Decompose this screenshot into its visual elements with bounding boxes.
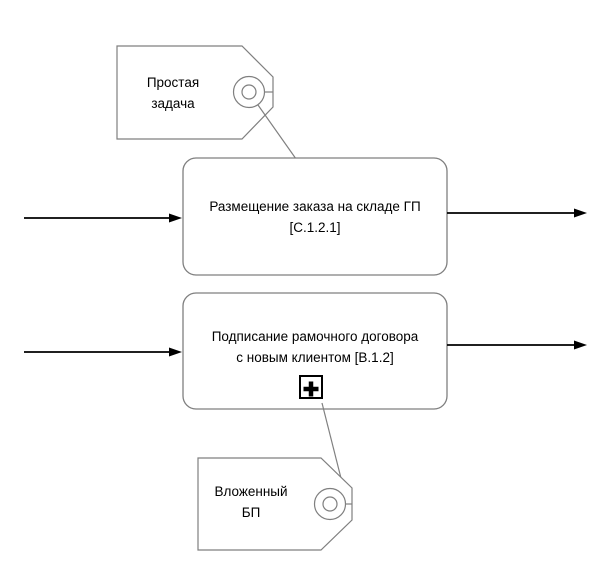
annotation-tag-bottom-label: Вложенный БП bbox=[214, 484, 288, 520]
annotation-tag-bottom[interactable] bbox=[197, 457, 353, 551]
task-1-label: Размещение заказа на складе ГП [C.1.2.1] bbox=[209, 198, 421, 235]
arrowhead-icon bbox=[574, 208, 587, 218]
flow-arrow-out-task-2[interactable] bbox=[447, 340, 587, 350]
flow-arrow-in-task-1[interactable] bbox=[24, 213, 182, 223]
tag-bottom-grommet-inner-icon bbox=[322, 496, 338, 512]
task-node-1[interactable] bbox=[182, 157, 448, 276]
flow-arrow-out-task-1[interactable] bbox=[447, 208, 587, 218]
plus-subprocess-icon[interactable] bbox=[299, 375, 323, 399]
arrowhead-icon bbox=[169, 213, 182, 223]
annotation-tag-top-label: Простая задача bbox=[146, 74, 200, 111]
task-node-2[interactable] bbox=[182, 292, 448, 410]
tag-bottom-shape[interactable] bbox=[197, 457, 353, 551]
flow-arrow-in-task-2[interactable] bbox=[24, 347, 182, 357]
tag-top-grommet-inner-icon bbox=[241, 84, 257, 100]
arrowhead-icon bbox=[574, 340, 587, 350]
annotation-tag-top[interactable] bbox=[116, 45, 274, 140]
tag-top-shape[interactable] bbox=[116, 45, 274, 140]
arrowhead-icon bbox=[169, 347, 182, 357]
task-2-label: Подписание рамочного договора с новым кл… bbox=[211, 329, 419, 365]
